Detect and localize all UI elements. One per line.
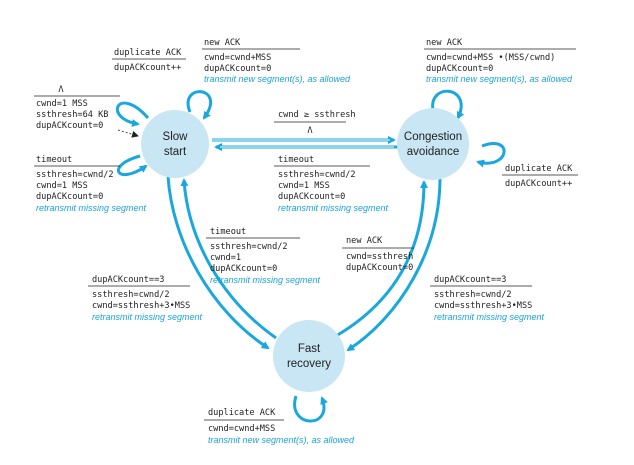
- ca-to-fr-action-2: cwnd=ssthresh+3•MSS: [434, 301, 532, 311]
- fr-new-ack-event: new ACK: [346, 236, 383, 246]
- fr-new-ack-action-2: dupACKcount=0: [346, 263, 413, 273]
- ss-new-ack-event: new ACK: [204, 38, 241, 48]
- ss-to-fr-event: dupACKcount==3: [92, 275, 164, 285]
- loop-ss-dup-ack: [116, 101, 150, 127]
- state-fast-recovery: Fast recovery: [273, 320, 345, 392]
- fr-timeout-action-2: cwnd=1: [210, 253, 241, 263]
- ca-new-ack-event: new ACK: [426, 38, 463, 48]
- state-ca-label-2: avoidance: [407, 146, 459, 158]
- ca-new-ack-action-1: cwnd=cwnd+MSS •(MSS/cwnd): [426, 53, 555, 63]
- ss-to-fr-action-2: cwnd=ssthresh+3•MSS: [92, 301, 190, 311]
- ss-timeout-event: timeout: [36, 155, 72, 165]
- ss-timeout-italic: retransmit missing segment: [36, 203, 147, 213]
- ca-dup-ack-action: dupACKcount++: [505, 179, 572, 189]
- fr-dup-ack-italic: transmit new segment(s), as allowed: [208, 435, 355, 445]
- ss-timeout-action-3: dupACKcount=0: [36, 192, 103, 202]
- fr-timeout-action-1: ssthresh=cwnd/2: [210, 242, 288, 252]
- state-slow-start: Slow start: [141, 110, 209, 178]
- ca-timeout-action-3: dupACKcount=0: [278, 192, 345, 202]
- ss-timeout-action-2: cwnd=1 MSS: [36, 181, 88, 191]
- ca-new-ack-action-2: dupACKcount=0: [426, 64, 493, 74]
- state-slow-start-label-1: Slow: [163, 131, 189, 143]
- initial-lambda: Λ: [58, 85, 64, 95]
- ca-to-fr-italic: retransmit missing segment: [434, 312, 545, 322]
- ss-new-ack-action-2: dupACKcount=0: [204, 64, 271, 74]
- initial-line-3: dupACKcount=0: [36, 121, 103, 131]
- ss-dup-ack-event: duplicate ACK: [114, 48, 182, 58]
- loop-ca-dup-ack: [476, 142, 506, 168]
- fr-new-ack-action-1: cwnd=ssthresh: [346, 252, 413, 262]
- loop-ss-new-ack: [186, 90, 212, 120]
- state-fr-label-2: recovery: [287, 358, 331, 370]
- loop-fr-dup-ack: [293, 395, 328, 423]
- ca-dup-ack-event: duplicate ACK: [505, 164, 573, 174]
- ca-to-fr-action-1: ssthresh=cwnd/2: [434, 290, 512, 300]
- fr-timeout-italic: retransmit missing segment: [210, 275, 321, 285]
- arrow-ca-to-fr: [346, 177, 442, 352]
- fr-dup-ack-action: cwnd=cwnd+MSS: [208, 424, 275, 434]
- state-slow-start-label-2: start: [164, 146, 187, 158]
- ss-to-fr-italic: retransmit missing segment: [92, 312, 203, 322]
- arrow-fr-to-ss: [180, 178, 277, 340]
- state-ca-label-1: Congestion: [404, 131, 462, 143]
- loop-ca-new-ack: [431, 89, 465, 120]
- initial-line-2: ssthresh=64 KB: [36, 110, 108, 120]
- ss-to-fr-action-1: ssthresh=cwnd/2: [92, 290, 170, 300]
- ca-to-fr-event: dupACKcount==3: [434, 275, 506, 285]
- arrow-ss-to-fr: [166, 175, 270, 350]
- ca-timeout-italic: retransmit missing segment: [278, 203, 389, 213]
- fr-dup-ack-event: duplicate ACK: [208, 408, 276, 418]
- ss-dup-ack-action: dupACKcount++: [114, 63, 181, 73]
- ca-timeout-event: timeout: [278, 155, 314, 165]
- fr-timeout-action-3: dupACKcount=0: [210, 264, 277, 274]
- fr-timeout-event: timeout: [210, 227, 246, 237]
- ss-new-ack-italic: transmit new segment(s), as allowed: [204, 74, 351, 84]
- ca-timeout-action-1: ssthresh=cwnd/2: [278, 170, 356, 180]
- state-congestion-avoidance: Congestion avoidance: [397, 108, 469, 180]
- ss-timeout-action-1: ssthresh=cwnd/2: [36, 170, 114, 180]
- ss-to-ca-event: cwnd ≥ ssthresh: [278, 110, 356, 120]
- arrow-fr-to-ca: [335, 180, 428, 338]
- ss-new-ack-action-1: cwnd=cwnd+MSS: [204, 53, 271, 63]
- initial-arrow: [117, 129, 139, 138]
- initial-line-1: cwnd=1 MSS: [36, 99, 88, 109]
- state-fr-label-1: Fast: [298, 343, 321, 355]
- ca-timeout-action-2: cwnd=1 MSS: [278, 181, 330, 191]
- loop-ss-timeout: [116, 154, 148, 177]
- ca-new-ack-italic: transmit new segment(s), as allowed: [426, 74, 573, 84]
- ss-to-ca-action: Λ: [307, 126, 313, 136]
